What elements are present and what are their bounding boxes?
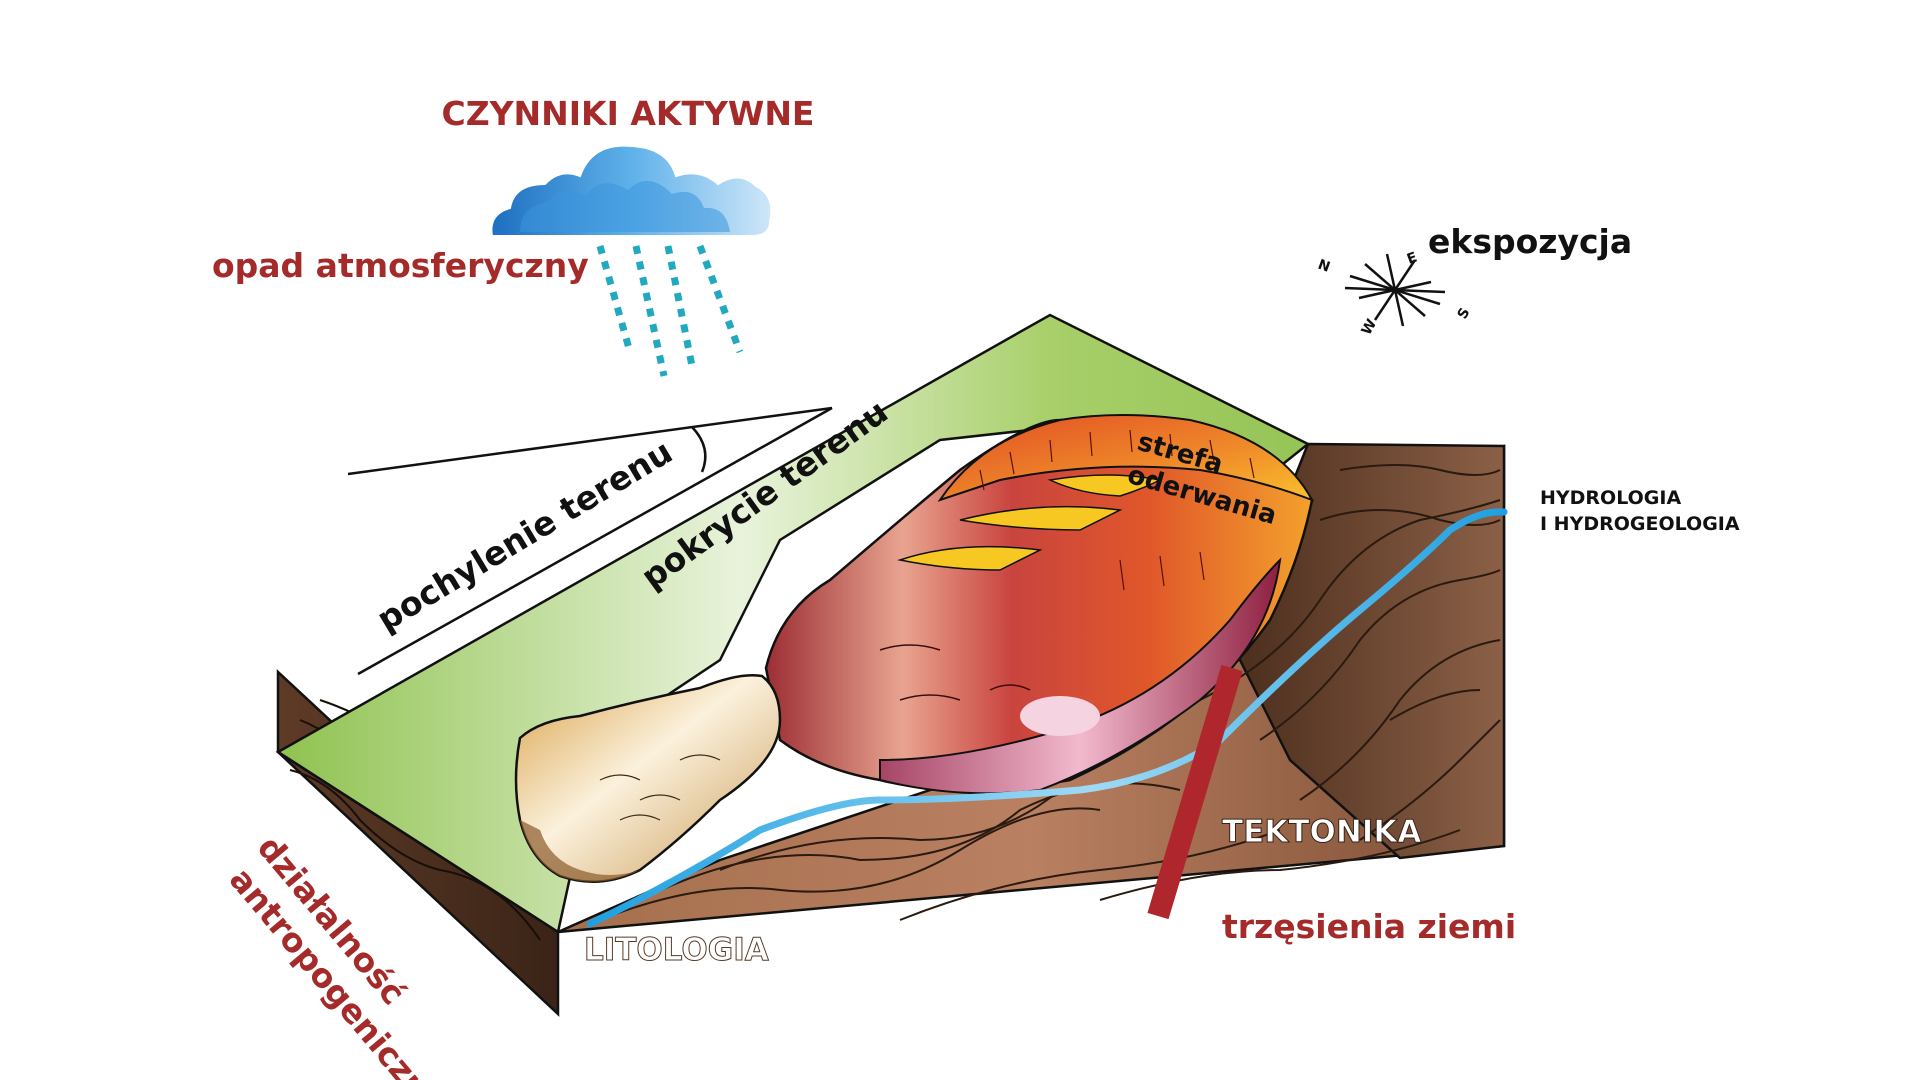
title: CZYNNIKI AKTYWNE xyxy=(442,94,815,133)
groundwater-line xyxy=(586,508,1508,928)
compass-n: N xyxy=(1316,257,1332,276)
exposure-label: ekspozycja xyxy=(1428,222,1632,261)
compass-w: W xyxy=(1359,317,1381,338)
hydrology-label-1: HYDROLOGIA xyxy=(1540,487,1681,509)
compass-e: E xyxy=(1405,249,1419,267)
fault-line xyxy=(1147,664,1243,920)
rain-drops xyxy=(596,244,744,377)
toe-highlight xyxy=(1020,696,1100,736)
precipitation-label: opad atmosferyczny xyxy=(212,246,589,285)
lithology-label: LITOLOGIA xyxy=(584,932,769,968)
compass-s: S xyxy=(1455,305,1474,322)
earthquakes-label: trzęsienia ziemi xyxy=(1222,907,1516,946)
anthropogenic-label-2: antropogeniczna xyxy=(222,860,453,1080)
slope-angle-lines xyxy=(347,406,833,676)
compass-rose-icon: N E S W xyxy=(1316,249,1474,338)
slid-block xyxy=(514,673,782,884)
tectonics-label: TEKTONIKA xyxy=(1222,814,1421,850)
hydrology-label-2: I HYDROGEOLOGIA xyxy=(1540,513,1740,535)
rain-cloud-icon xyxy=(490,144,773,377)
landslide-body xyxy=(764,414,1315,795)
